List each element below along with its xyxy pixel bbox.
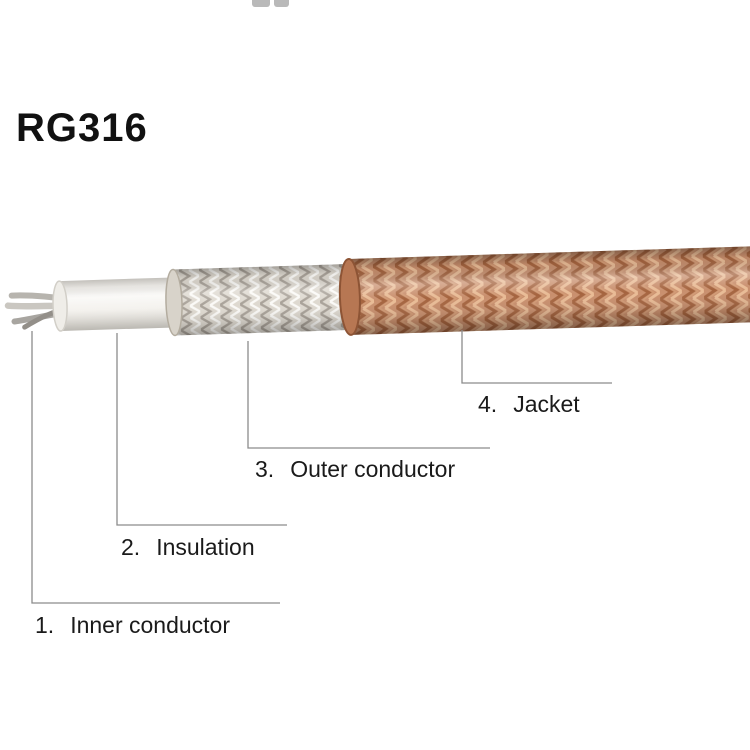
leader-line-outer-conductor (247, 341, 490, 449)
label-insulation-text: Insulation (156, 534, 255, 560)
label-outer-conductor-number: 3. (255, 456, 275, 482)
leader-line-insulation (116, 333, 287, 526)
label-inner-conductor-number: 1. (35, 612, 55, 638)
leader-lines (31, 330, 612, 604)
top-edge-artifact (252, 0, 270, 7)
leader-line-inner-conductor (31, 331, 280, 604)
label-inner-conductor: 1. Inner conductor (35, 612, 230, 639)
label-insulation: 2. Insulation (121, 534, 255, 561)
label-jacket-number: 4. (478, 391, 498, 417)
leader-line-jacket (461, 330, 612, 384)
jacket (338, 245, 750, 336)
label-jacket: 4. Jacket (478, 391, 580, 418)
label-insulation-number: 2. (121, 534, 141, 560)
label-inner-conductor-text: Inner conductor (70, 612, 231, 638)
label-jacket-text: Jacket (513, 391, 580, 417)
label-outer-conductor: 3. Outer conductor (255, 456, 455, 483)
top-edge-artifact (274, 0, 289, 7)
outer-conductor (165, 263, 357, 337)
diagram-title: RG316 (16, 106, 148, 150)
label-outer-conductor-text: Outer conductor (290, 456, 456, 482)
insulation (52, 277, 183, 332)
